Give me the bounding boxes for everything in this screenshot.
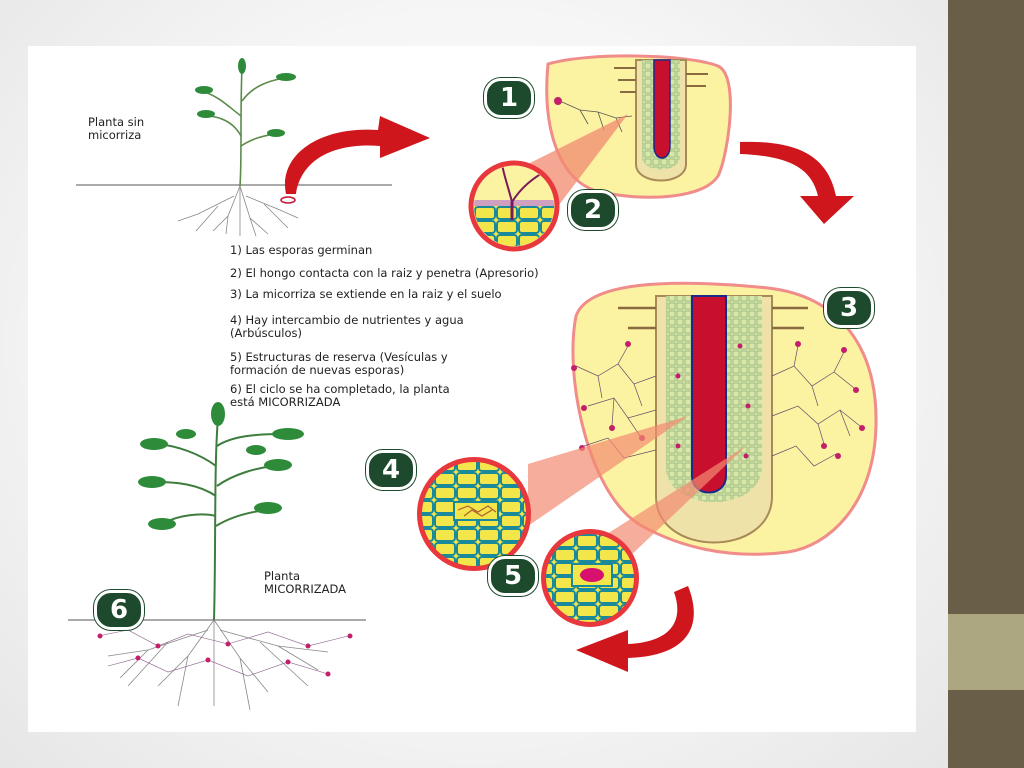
badge-3: 3 bbox=[824, 288, 874, 328]
step-1-text: 1) Las esporas germinan bbox=[230, 243, 373, 257]
roots-large bbox=[107, 619, 329, 711]
circle-5-vesicle bbox=[541, 529, 639, 627]
step-6-text: 6) El ciclo se ha completado, la planta … bbox=[230, 382, 450, 409]
curved-arrow-icon bbox=[576, 586, 694, 672]
mycorrhiza-figure: Planta sin micorriza Planta MICORRIZADA … bbox=[28, 46, 916, 732]
slide-side-accent bbox=[948, 614, 1024, 690]
hyphae-network bbox=[575, 345, 861, 467]
plant-with-mycorrhiza bbox=[68, 402, 366, 711]
step-3-text: 3) La micorriza se extiende en la raiz y… bbox=[230, 287, 502, 301]
step-4-text: 4) Hay intercambio de nutrientes y agua … bbox=[230, 313, 464, 340]
badge-5: 5 bbox=[488, 556, 538, 596]
spore-icon bbox=[280, 196, 296, 204]
leaves-small bbox=[195, 58, 296, 137]
badge-6: 6 bbox=[94, 590, 144, 630]
label-plant-mycorrhized: Planta MICORRIZADA bbox=[264, 569, 347, 596]
panel-3-colonized-root bbox=[571, 281, 878, 556]
roots-small bbox=[177, 185, 299, 237]
zoom-beam-4 bbox=[528, 416, 688, 526]
panel-1-root-tip bbox=[545, 54, 732, 199]
zoom-beam-5 bbox=[588, 446, 746, 558]
badge-1: 1 bbox=[484, 78, 534, 118]
spores-soil bbox=[97, 633, 353, 677]
curved-arrow-icon bbox=[284, 116, 430, 194]
curved-arrow-icon bbox=[740, 141, 854, 224]
badge-4: 4 bbox=[366, 450, 416, 490]
plant-icon bbox=[203, 67, 285, 187]
step-2-text: 2) El hongo contacta con la raiz y penet… bbox=[230, 266, 539, 280]
hyphae-network bbox=[97, 629, 349, 677]
leaves-large bbox=[138, 402, 304, 530]
spores-panel-3 bbox=[571, 341, 865, 459]
mycorrhiza-diagram bbox=[68, 54, 878, 711]
step-5-text: 5) Estructuras de reserva (Vesículas y f… bbox=[230, 350, 448, 377]
circle-4-arbuscules bbox=[417, 457, 531, 571]
badge-2: 2 bbox=[568, 190, 618, 230]
label-plant-without-mycorrhiza: Planta sin micorriza bbox=[88, 115, 145, 142]
plant-without-mycorrhiza bbox=[76, 58, 392, 237]
